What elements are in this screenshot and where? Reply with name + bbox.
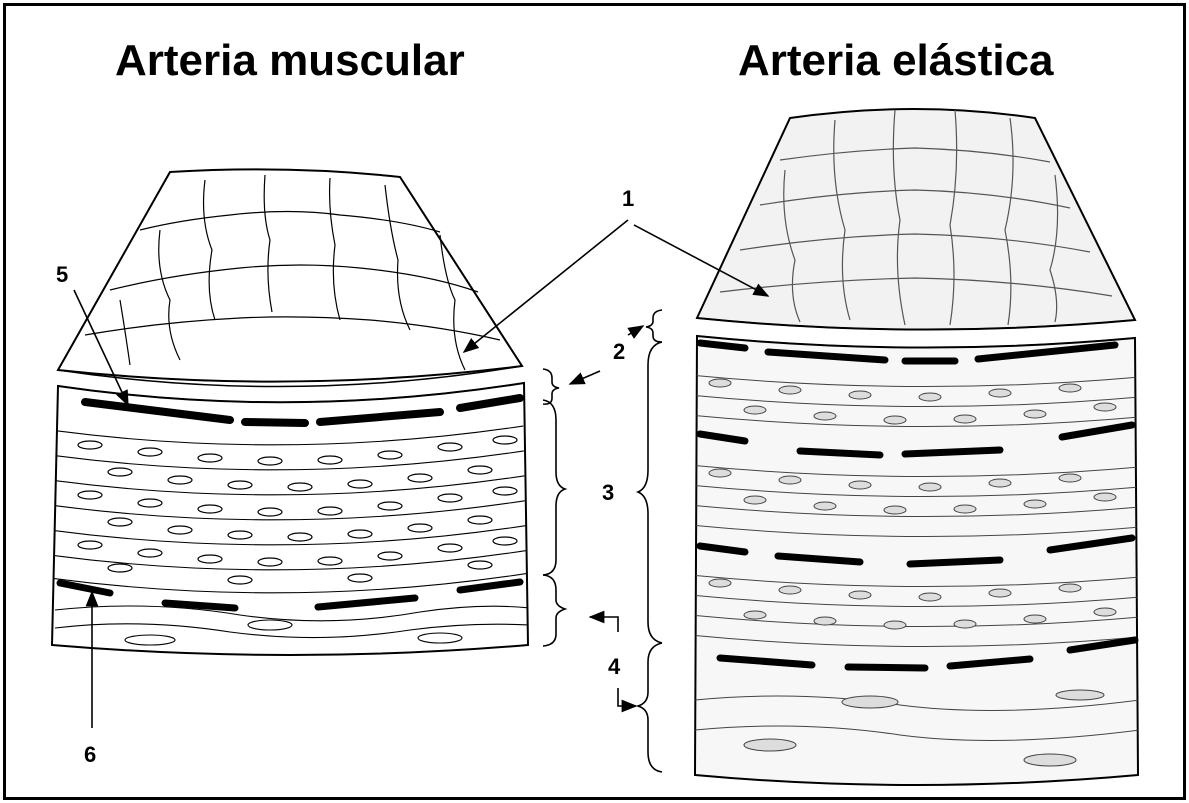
label-4: 4 [608, 654, 620, 680]
bracket-right-media [638, 342, 662, 643]
label-1: 1 [622, 186, 634, 212]
muscular-artery [50, 169, 530, 655]
pointer-2-right [628, 326, 643, 335]
pointer-2-left [570, 371, 600, 384]
bracket-left-adventitia [543, 575, 565, 646]
bracket-right-adventitia [638, 643, 662, 772]
pointer-1-left [464, 220, 628, 352]
bracket-left-intima [543, 369, 559, 404]
bracket-right-intima [646, 310, 662, 342]
pointer-4-right [618, 688, 636, 706]
label-6: 6 [84, 742, 96, 768]
label-5: 5 [56, 262, 68, 288]
label-2: 2 [613, 339, 625, 365]
title-muscular-artery: Arteria muscular [115, 36, 465, 86]
elastic-artery [690, 109, 1140, 785]
label-3: 3 [602, 480, 614, 506]
bracket-left-media [543, 400, 565, 575]
elastic-endothelium [697, 109, 1135, 330]
pointer-4-left [590, 617, 618, 632]
title-elastic-artery: Arteria elástica [738, 36, 1054, 86]
brackets [543, 310, 662, 772]
